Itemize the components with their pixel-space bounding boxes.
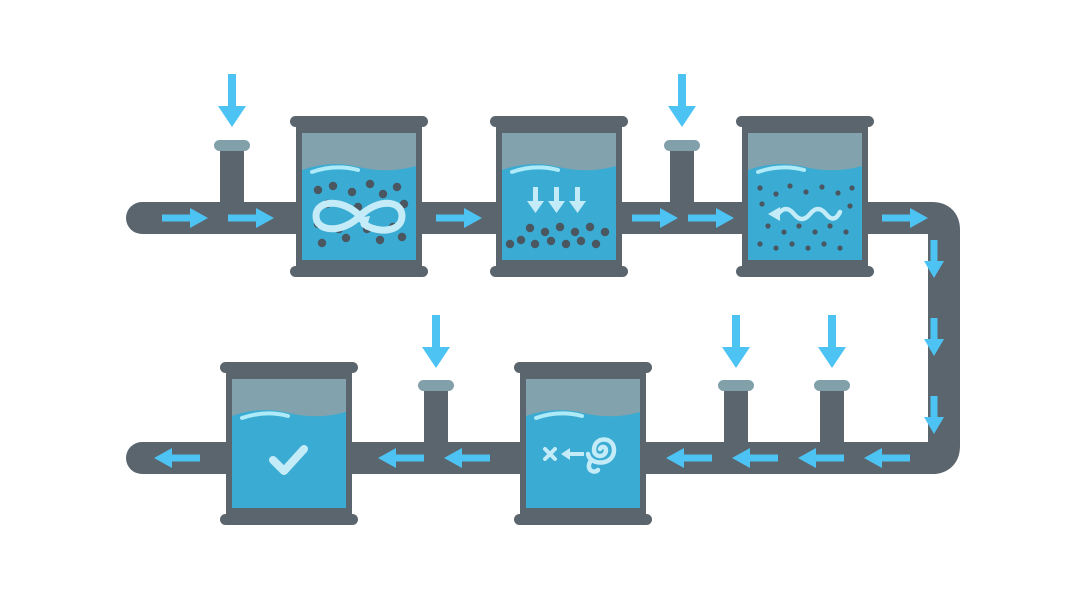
flow-arrow-left-icon <box>154 448 200 468</box>
chemical-inlet <box>664 74 700 208</box>
tank-coagulation <box>290 116 428 277</box>
flow-arrow-left-icon <box>732 448 778 468</box>
down-arrow-icon <box>818 315 846 368</box>
tank-sedimentation <box>490 116 628 277</box>
fine-particles <box>757 183 855 251</box>
filter-wave-icon <box>768 206 843 222</box>
flow-arrow-left-icon <box>666 448 712 468</box>
chemical-inlet <box>214 74 250 208</box>
flow-arrow-down-icon <box>924 240 944 278</box>
flow-arrow-down-icon <box>924 318 944 356</box>
flow-arrow-right-icon <box>436 208 482 228</box>
flow-arrow-right-icon <box>688 208 734 228</box>
flow-arrow-right-icon <box>162 208 208 228</box>
tank-disinfection <box>514 362 652 525</box>
checkmark-icon <box>269 445 308 475</box>
flow-arrow-right-icon <box>632 208 678 228</box>
main-pipe <box>126 202 960 474</box>
down-arrow-icon <box>668 74 696 127</box>
flow-arrow-left-icon <box>864 448 910 468</box>
settling-arrows-icon <box>527 187 586 213</box>
flow-arrow-left-icon <box>444 448 490 468</box>
mixing-loop-icon <box>312 199 406 234</box>
chemical-inlet <box>814 315 850 448</box>
down-arrow-icon <box>422 315 450 368</box>
flow-arrow-right-icon <box>882 208 928 228</box>
chemical-inlet <box>718 315 754 448</box>
flow-arrow-left-icon <box>798 448 844 468</box>
tank-storage <box>220 362 358 525</box>
flow-arrow-right-icon <box>228 208 274 228</box>
flow-arrow-left-icon <box>378 448 424 468</box>
down-arrow-icon <box>722 315 750 368</box>
settled-particles <box>505 222 610 249</box>
pathogen-kill-icon <box>543 437 617 474</box>
down-arrow-icon <box>218 74 246 127</box>
chemical-inlet <box>418 315 454 448</box>
tank-filtration <box>736 116 874 277</box>
flow-arrow-down-icon <box>924 396 944 434</box>
